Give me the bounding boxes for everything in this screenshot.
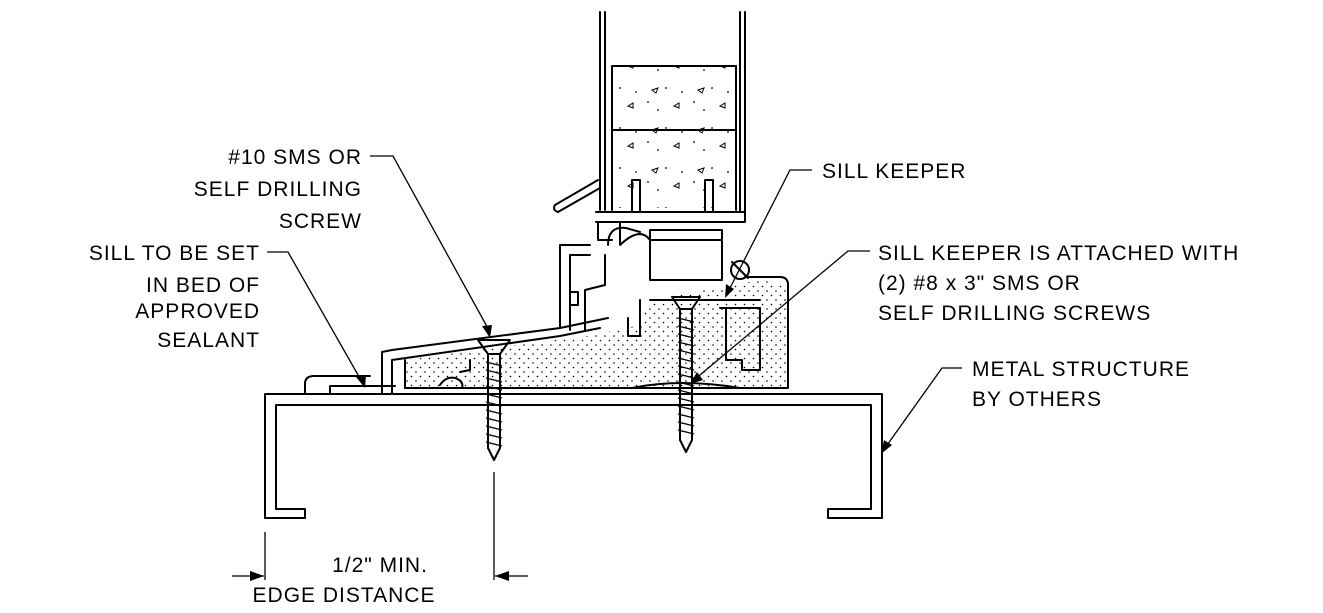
edge-distance-dimension xyxy=(232,472,528,581)
screw10-label-line2: SELF DRILLING xyxy=(194,178,362,201)
metal-label-line2: BY OTHERS xyxy=(972,388,1102,411)
dimension-label-line1: 1/2" MIN. xyxy=(332,554,428,577)
sill-label-line3: APPROVED xyxy=(135,300,260,323)
sill-label-line1: SILL TO BE SET xyxy=(89,242,260,265)
sill-extrusion xyxy=(304,244,789,395)
attach-label-line3: SELF DRILLING SCREWS xyxy=(878,302,1151,325)
metal-label-line1: METAL STRUCTURE xyxy=(972,358,1190,381)
leaders xyxy=(267,155,962,454)
attach-label-line1: SILL KEEPER IS ATTACHED WITH xyxy=(878,242,1239,265)
screw10-label-line3: SCREW xyxy=(279,210,362,233)
sill-keeper xyxy=(597,221,750,281)
screw-10 xyxy=(477,339,511,461)
attach-label-line2: (2) #8 x 3" SMS OR xyxy=(878,272,1081,295)
sill-label-line2: IN BED OF xyxy=(146,274,260,297)
metal-structure xyxy=(264,393,883,519)
keeper-label: SILL KEEPER xyxy=(822,160,966,183)
dimension-label-line2: EDGE DISTANCE xyxy=(253,584,436,607)
sill-label-line4: SEALANT xyxy=(157,329,260,352)
screw10-label-line1: #10 SMS OR xyxy=(228,146,362,169)
screw-8 xyxy=(671,296,701,453)
glass-panel xyxy=(553,11,746,223)
